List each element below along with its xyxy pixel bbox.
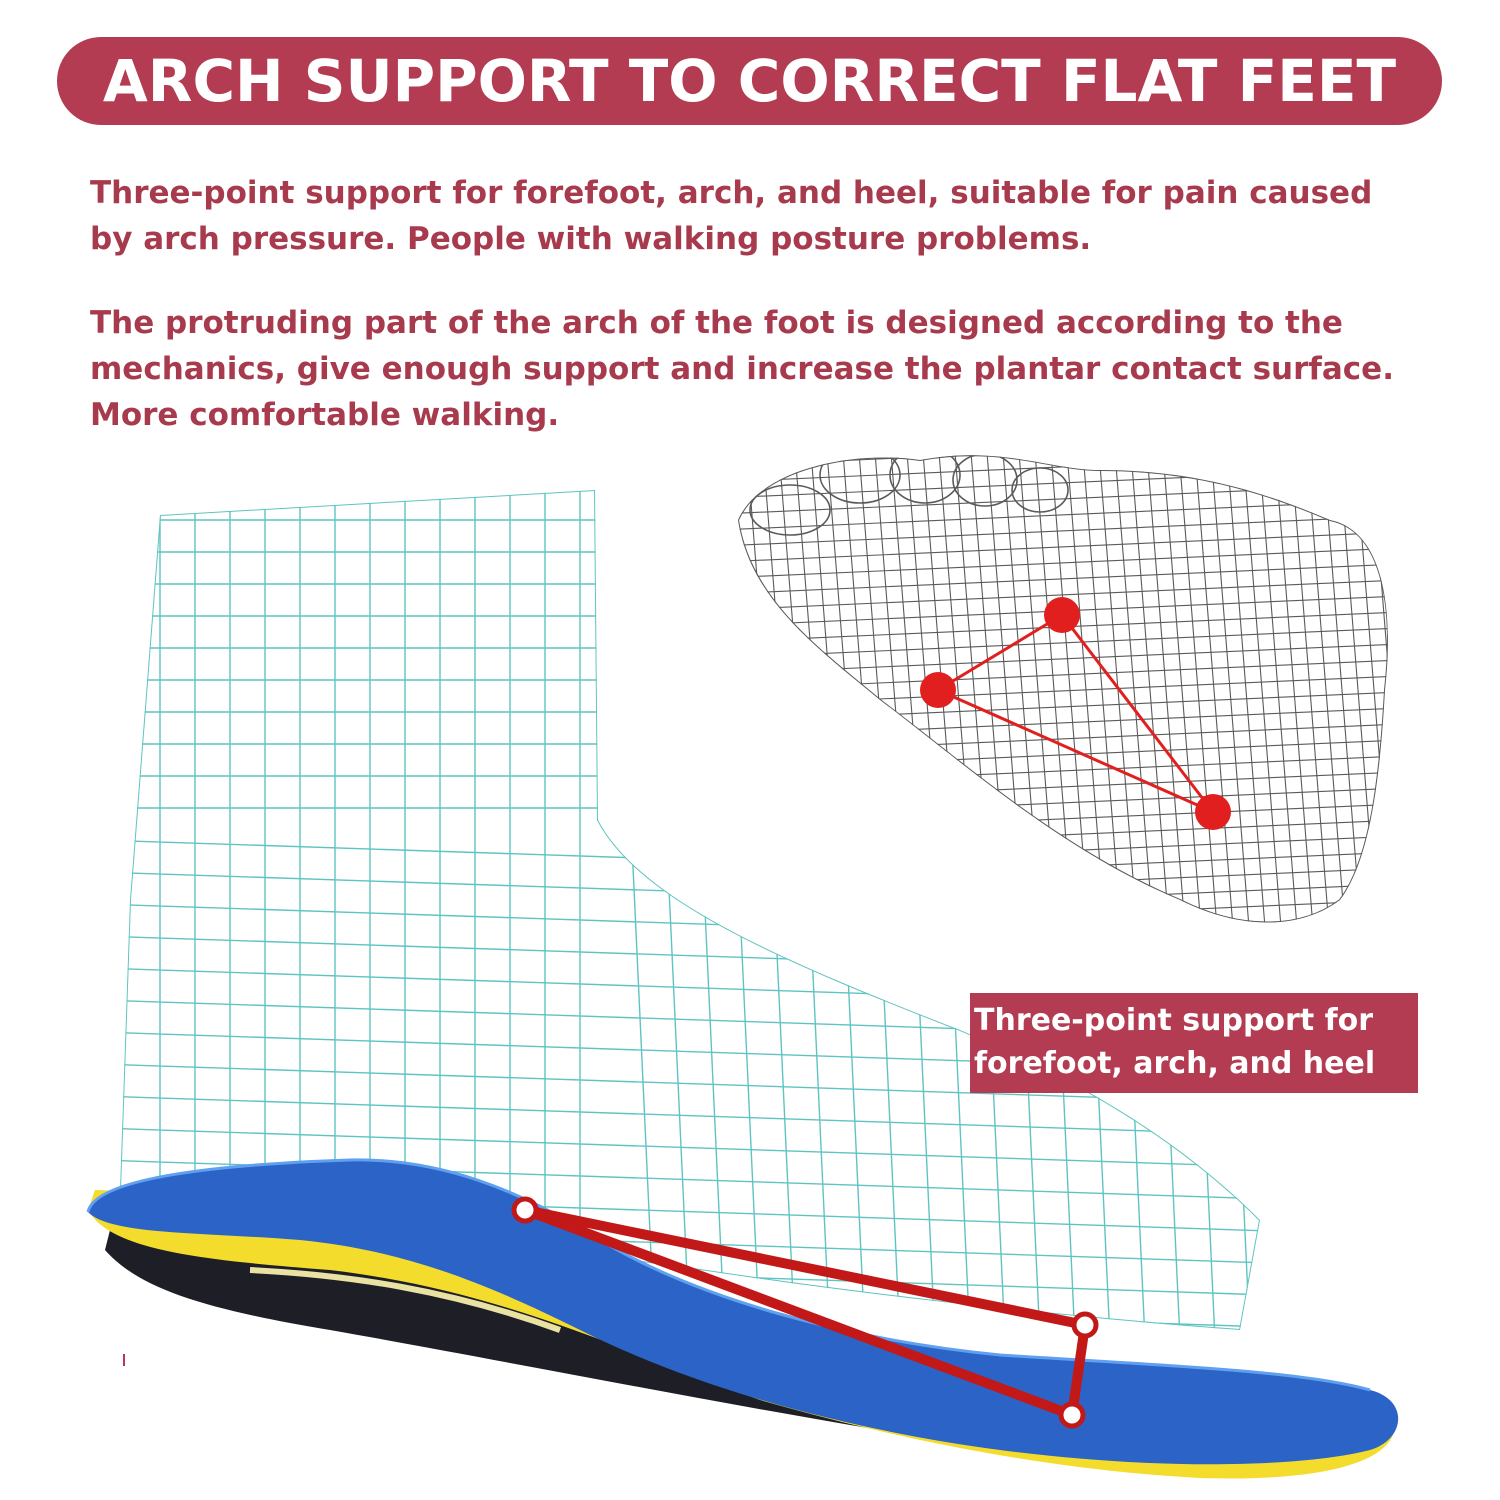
sole-wireframe-icon	[738, 455, 1388, 923]
divider-tick	[123, 1354, 125, 1366]
paragraph-support: Three-point support for forefoot, arch, …	[90, 175, 1373, 257]
support-point-icon	[920, 672, 956, 708]
support-point-icon	[511, 1196, 539, 1224]
insole-support-triangle	[511, 1196, 1099, 1429]
banner-title: ARCH SUPPORT TO CORRECT FLAT FEET	[102, 47, 1397, 115]
insole-icon	[86, 1158, 1399, 1479]
sole-support-triangle	[920, 597, 1231, 830]
support-point-icon	[1058, 1401, 1086, 1429]
title-banner: ARCH SUPPORT TO CORRECT FLAT FEET	[57, 37, 1442, 125]
callout-label: Three-point support for forefoot, arch, …	[970, 993, 1418, 1093]
support-point-icon	[1195, 794, 1231, 830]
support-point-icon	[1044, 597, 1080, 633]
paragraph-arch-design: The protruding part of the arch of the f…	[90, 305, 1394, 433]
support-point-icon	[1071, 1311, 1099, 1339]
